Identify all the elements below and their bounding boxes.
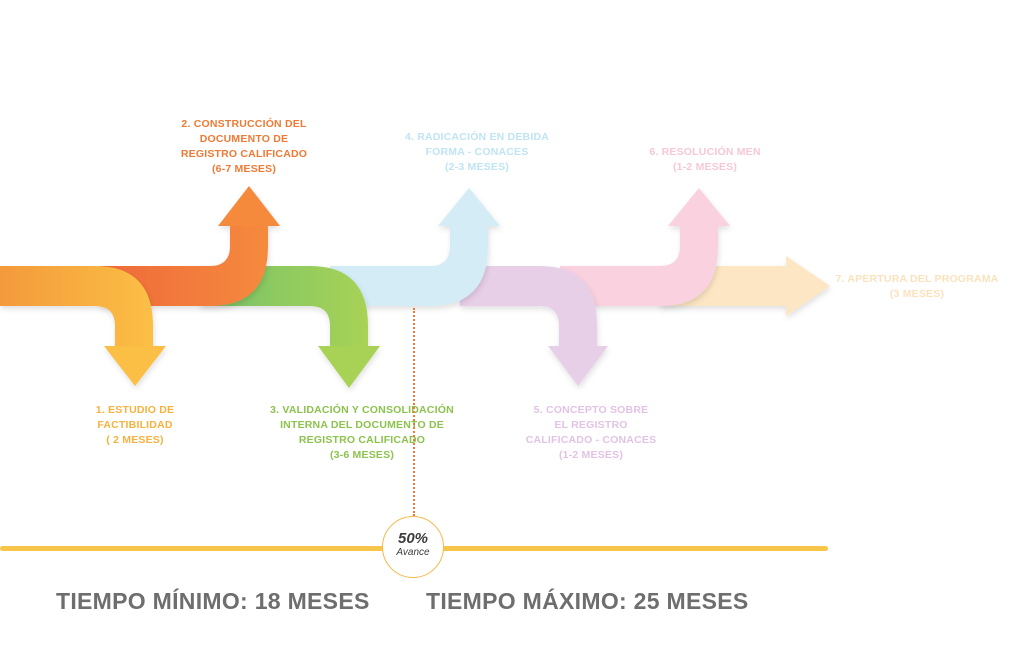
step-6-line-2: (1-2 MESES): [672, 161, 738, 173]
step-7-line-2: (3 MESES): [889, 288, 945, 300]
step-5-line-2: EL REGISTRO: [554, 419, 628, 431]
step-4-label: 4. RADICACIÓN EN DEBIDA FORMA - CONACES …: [405, 130, 549, 175]
step-3-label: 3. VALIDACIÓN Y CONSOLIDACIÓN INTERNA DE…: [270, 403, 454, 463]
progress-badge: 50% Avance: [382, 516, 444, 578]
step-6-label: 6. RESOLUCIÓN MEN (1-2 MESES): [649, 145, 760, 175]
step-3-line-2: INTERNA DEL DOCUMENTO DE: [280, 419, 444, 431]
step-7-line-1: 7. APERTURA DEL PROGRAMA: [835, 273, 999, 285]
step-1-line-3: ( 2 MESES): [106, 434, 164, 446]
step-3-line-3: REGISTRO CALIFICADO: [298, 434, 426, 446]
step-5-label: 5. CONCEPTO SOBRE EL REGISTRO CALIFICADO…: [526, 403, 657, 463]
step-4-line-2: FORMA - CONACES: [425, 146, 529, 158]
progress-value: 50%: [397, 530, 429, 547]
step-3-line-1: 3. VALIDACIÓN Y CONSOLIDACIÓN: [270, 404, 454, 416]
step-6-line-1: 6. RESOLUCIÓN MEN: [649, 146, 761, 158]
arrow-step-1: [0, 266, 166, 386]
step-1-label: 1. ESTUDIO DE FACTIBILIDAD ( 2 MESES): [96, 403, 174, 448]
step-4-line-1: 4. RADICACIÓN EN DEBIDA: [404, 131, 550, 143]
step-5-line-3: CALIFICADO - CONACES: [525, 434, 657, 446]
step-5-line-1: 5. CONCEPTO SOBRE: [533, 404, 649, 416]
arrow-step-4: [330, 188, 500, 306]
step-2-line-1: 2. CONSTRUCCIÓN DEL: [181, 118, 307, 130]
step-2-label: 2. CONSTRUCCIÓN DEL DOCUMENTO DE REGISTR…: [181, 117, 307, 177]
step-2-line-3: REGISTRO CALIFICADO: [180, 148, 308, 160]
step-1-line-1: 1. ESTUDIO DE: [95, 404, 175, 416]
arrow-step-5: [460, 266, 608, 386]
step-5-line-4: (1-2 MESES): [558, 449, 624, 461]
step-3-line-4: (3-6 MESES): [329, 449, 395, 461]
step-1-line-2: FACTIBILIDAD: [97, 419, 173, 431]
progress-text: Avance: [396, 547, 430, 558]
step-2-line-4: (6-7 MESES): [211, 163, 277, 175]
step-2-line-2: DOCUMENTO DE: [199, 133, 289, 145]
progress-marker-dashed-line: [413, 308, 415, 516]
arrow-step-6: [560, 188, 730, 306]
maximum-time-summary: TIEMPO MÁXIMO: 25 MESES: [426, 588, 749, 614]
minimum-time-summary: TIEMPO MÍNIMO: 18 MESES: [56, 588, 370, 614]
step-7-label: 7. APERTURA DEL PROGRAMA (3 MESES): [835, 272, 998, 302]
step-4-line-3: (2-3 MESES): [444, 161, 510, 173]
